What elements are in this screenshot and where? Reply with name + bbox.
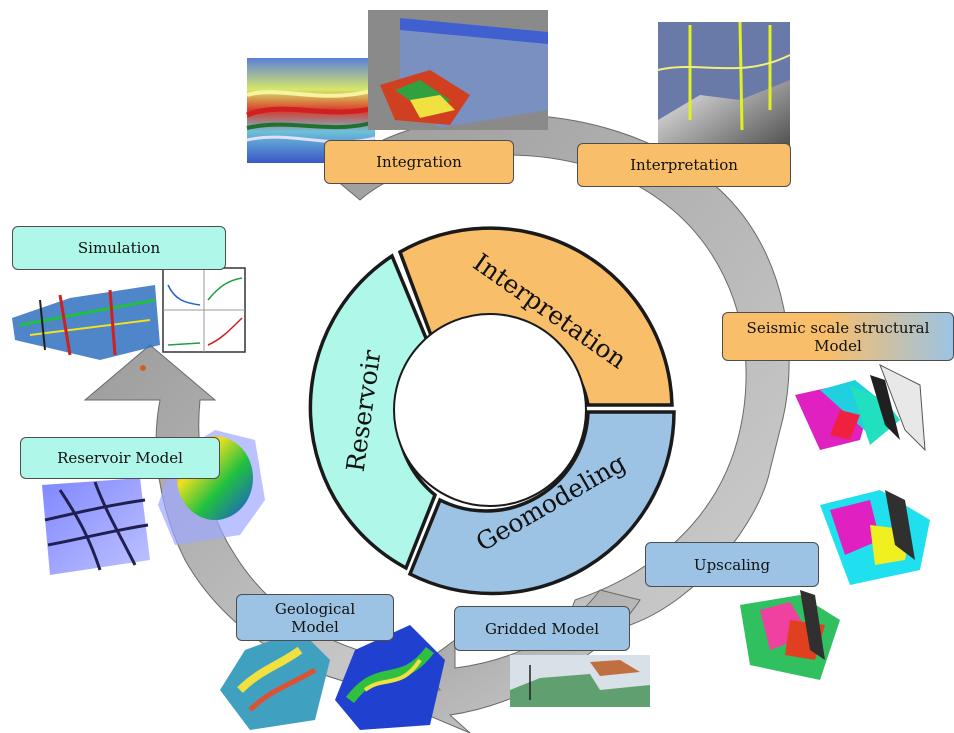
gridded-model-box: Gridded Model xyxy=(454,606,630,651)
reservoir-model-label: Reservoir Model xyxy=(57,449,183,467)
reservoir-model-box: Reservoir Model xyxy=(20,437,220,479)
interpretation-box: Interpretation xyxy=(577,143,791,187)
reservoir-model-image xyxy=(42,430,265,575)
geological-model-image xyxy=(220,625,445,730)
gridded-model-image xyxy=(510,655,650,707)
interpretation-label: Interpretation xyxy=(630,156,738,174)
upscaling-label: Upscaling xyxy=(693,555,771,574)
seismic-structural-model-box: Seismic scale structural Model xyxy=(722,312,954,361)
upscaling-image xyxy=(740,490,930,680)
seismic-model-label-line1: Seismic scale structural xyxy=(746,318,930,337)
simulation-charts-image xyxy=(140,267,246,371)
geological-model-label-line2: Model xyxy=(291,617,339,636)
simulation-label: Simulation xyxy=(77,239,161,257)
upscaling-box: Upscaling xyxy=(645,542,819,587)
geological-model-box: Geological Model xyxy=(236,594,394,641)
integration-label: Integration xyxy=(376,153,462,171)
integration-box: Integration xyxy=(324,140,514,184)
seismic-volume-image xyxy=(368,10,548,130)
structural-model-image xyxy=(795,363,926,452)
ring-center xyxy=(393,313,587,507)
seismic-model-label-line2: Model xyxy=(814,336,862,355)
simulation-grid-image xyxy=(12,285,160,360)
geological-model-label-line1: Geological xyxy=(274,599,356,618)
central-ring xyxy=(308,226,676,596)
ring-segment-geomodeling xyxy=(407,410,676,596)
simulation-box: Simulation xyxy=(12,226,226,270)
gridded-model-label: Gridded Model xyxy=(484,619,600,638)
